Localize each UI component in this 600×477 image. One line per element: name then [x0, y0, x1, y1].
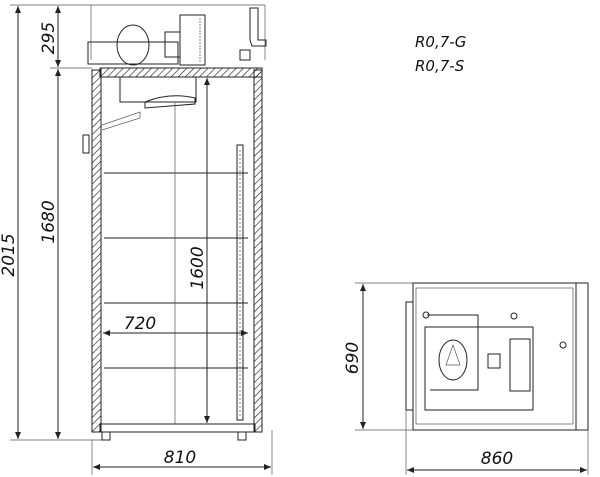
foot-right [237, 431, 247, 441]
dim-outer-width: 810 [164, 448, 196, 468]
condenser-fan [509, 338, 531, 392]
front-view: 2015 295 1680 1600 720 810 [0, 4, 273, 475]
evaporator [119, 76, 197, 103]
dim-depth: 690 [343, 342, 363, 374]
dim-body-height: 1680 [39, 200, 59, 243]
foot-left [101, 431, 111, 441]
compressor [438, 339, 468, 381]
left-wall [91, 69, 102, 433]
dim-interior-height: 1600 [188, 246, 208, 289]
right-wall [253, 69, 263, 433]
dim-unit-height: 295 [39, 22, 59, 54]
dim-width: 860 [481, 449, 513, 469]
top-insulation [99, 67, 263, 78]
shelf-rail [236, 144, 244, 421]
shelves [104, 172, 248, 369]
door-handle [82, 134, 90, 154]
model-label-s: R0,7-S [415, 57, 465, 75]
dim-total-height: 2015 [0, 233, 19, 276]
top-view: 690 860 [343, 282, 589, 475]
model-label-g: R0,7-G [415, 33, 466, 51]
dim-interior-width: 720 [124, 314, 156, 334]
condensing-unit [87, 7, 267, 66]
